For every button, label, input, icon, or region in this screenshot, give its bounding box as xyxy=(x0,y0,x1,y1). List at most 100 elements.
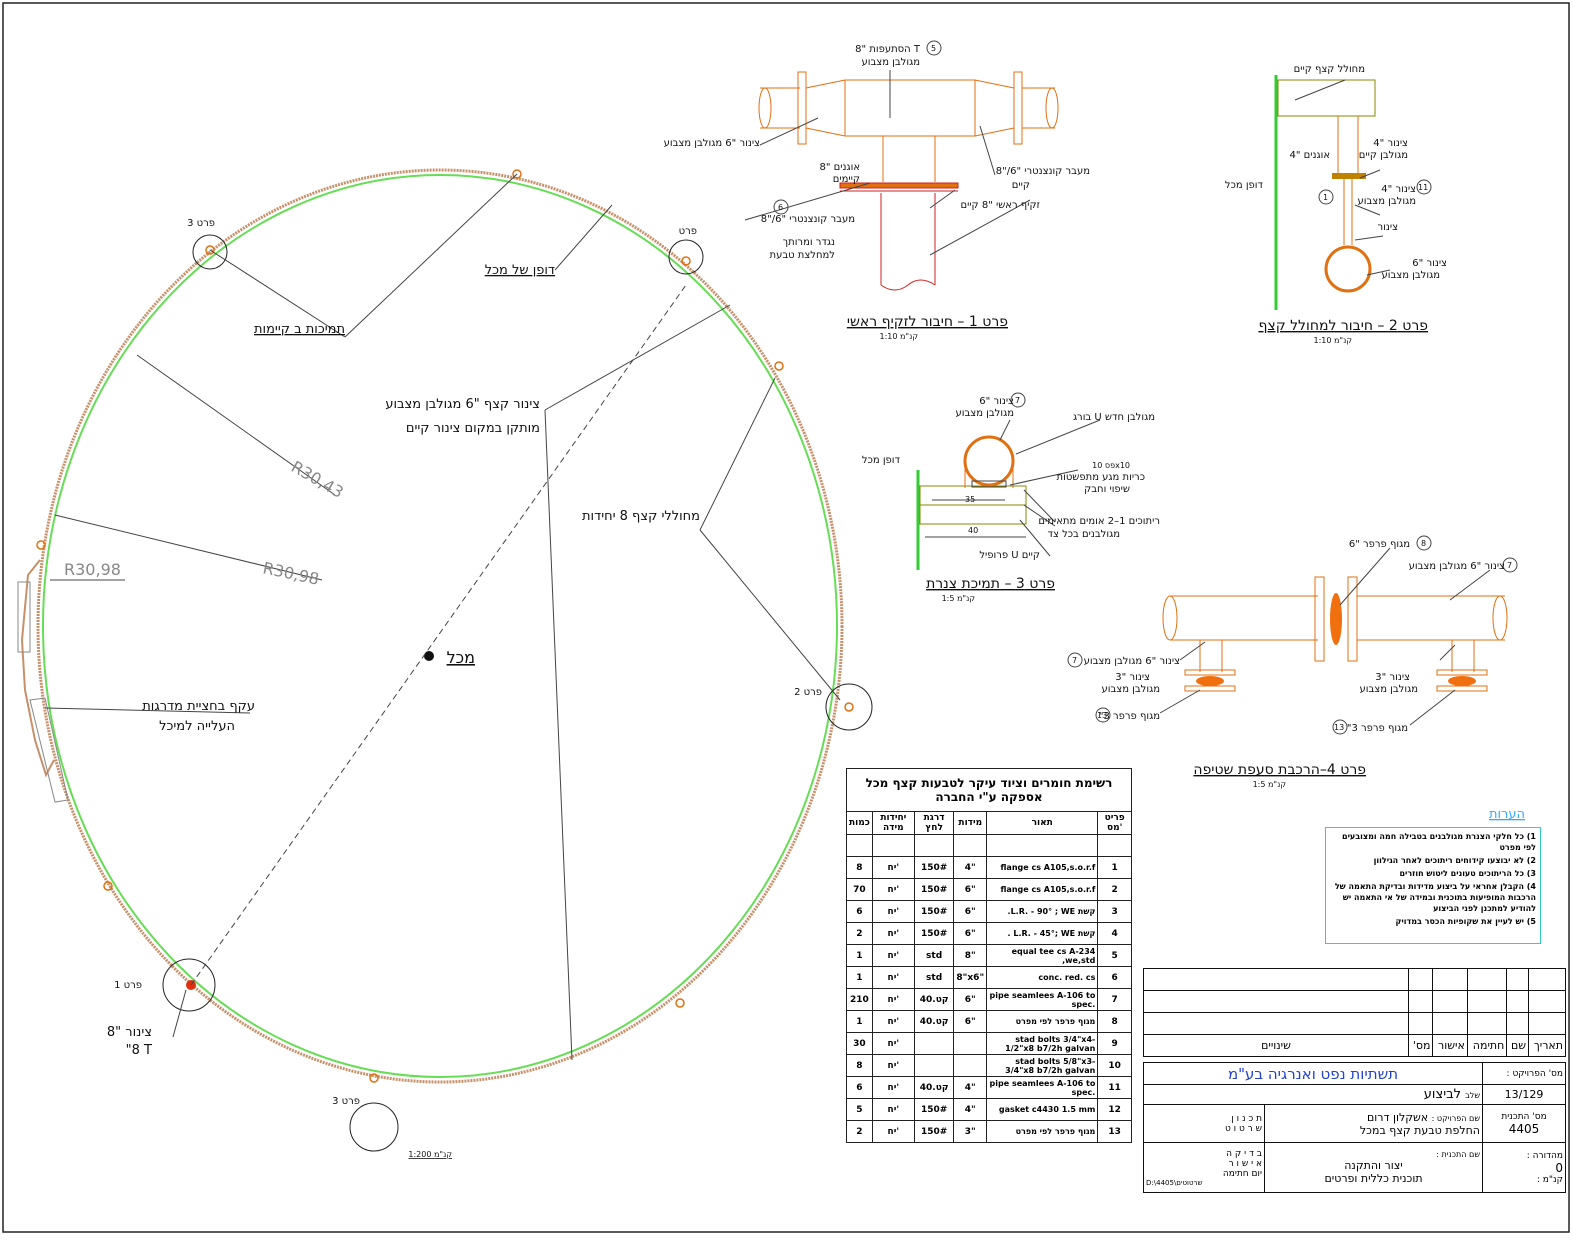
bom-cell: יח' xyxy=(871,922,915,945)
part3-bottom-label: פרט 3 xyxy=(332,1096,360,1107)
site-desc: החלפת טבעת קצף במכל xyxy=(1359,1123,1480,1137)
detail2-scale: קנ"מ 1:10 xyxy=(1313,336,1352,345)
bom-cell: stad bolts 5/8"x3-3/4"x8 b7/2h galvan xyxy=(986,1054,1099,1077)
bom-cell xyxy=(913,1032,955,1055)
bom-header: פריט מס' xyxy=(1097,811,1132,835)
roles-cell: ת כ נ ו ן ש ר ט ו ט xyxy=(1143,1104,1265,1143)
bom-title: רשימת חומרים וציוד עיקר לטבעות קצף מכל xyxy=(865,776,1113,790)
bom-cell xyxy=(953,1054,988,1077)
bom-cell: pipe seamlees A-106 to spec. xyxy=(986,988,1099,1011)
pipe8-label-1: צינור "8 xyxy=(107,1025,152,1040)
detail-3: 7 צינור "6 מגולבן מצבוע בורג U מגולבן חד… xyxy=(862,392,1160,603)
revision-value: 0 xyxy=(1555,1160,1563,1175)
bom-cell: 4 xyxy=(1097,922,1132,945)
d4-pipe3b-label-1: צינור "3 xyxy=(1375,672,1410,683)
bom-cell: יח' xyxy=(871,1076,915,1099)
detail1-scale: קנ"מ 1:10 xyxy=(879,332,918,341)
bom-header: מידות xyxy=(953,811,988,835)
bom-cell: 12 xyxy=(1097,1098,1132,1121)
d4-pipe6-left-label: צינור "6 מגולבן מצבוע xyxy=(1084,656,1180,667)
svg-text:1: 1 xyxy=(1323,193,1328,202)
bom-cell: 6" xyxy=(953,988,988,1011)
bom-cell: 8 xyxy=(846,856,873,879)
detail-4: 8 7 7 13 13 מגוף פרפר "6 צינור "6 מגולבן… xyxy=(1067,535,1518,789)
d2-generator-label: מחולל קצף קיים xyxy=(1294,64,1365,75)
stair-slope xyxy=(29,697,69,803)
part2-callout-circle xyxy=(825,683,873,731)
bom-cell: 5 xyxy=(1097,944,1132,967)
bom-cell: .L.R. - 90° ; WE קשת xyxy=(986,900,1099,923)
role-approval: א י ש ו ר xyxy=(1228,1158,1262,1169)
d2-pipe6-label-2: מגולבן מצבוע xyxy=(1382,270,1441,281)
bom-cell: 150# xyxy=(913,856,955,879)
bom-cell: 6 xyxy=(846,900,873,923)
part3b-callout-circle xyxy=(349,1102,399,1152)
d2-pipe4b-label-2: מגולבן מצבוע xyxy=(1358,196,1417,207)
d2-tank-wall-label: דופן מכל xyxy=(1225,180,1264,191)
tank-center-label: מכל xyxy=(447,648,475,667)
d1-hatch-label-2: למחלצת טבעת xyxy=(770,250,835,261)
company-name: תשתיות נפט ואנרגיה בע"מ xyxy=(1143,1062,1483,1085)
pipe8-label-2: "8 T xyxy=(126,1043,152,1058)
bom-cell: 1 xyxy=(846,1010,873,1033)
d4-pipe6-label: צינור "6 מגולבן מצבוע xyxy=(1409,561,1505,572)
stage-label: שלב xyxy=(1465,1091,1480,1100)
scale-label: קנ"מ : xyxy=(1536,1174,1563,1185)
revision-header: אישור xyxy=(1432,1034,1468,1057)
detail4-scale: קנ"מ 1:5 xyxy=(1253,780,1287,789)
detail3-scale: קנ"מ 1:5 xyxy=(942,594,976,603)
radius-line-2 xyxy=(54,514,323,581)
bom-cell: 8 xyxy=(846,1054,873,1077)
plan-no-label: מס' התכנית xyxy=(1501,1111,1547,1122)
bom-cell: 4" xyxy=(953,1098,988,1121)
bom-cell: flange cs A105,s.o.r.f xyxy=(986,878,1099,901)
bom-subtitle: אספקה ע"י החברה xyxy=(935,790,1043,804)
bom-cell: 9 xyxy=(1097,1032,1132,1055)
main-scale-label: קנ"מ 1:200 xyxy=(408,1150,452,1159)
bom-cell: pipe seamlees A-106 to spec. xyxy=(986,1076,1099,1099)
date-label: יום חתימה xyxy=(1222,1168,1262,1179)
d2-pipe6-label-1: צינור "6 xyxy=(1412,258,1447,269)
bom-cell: מגוף פרפר לפי מפרט xyxy=(986,1120,1099,1143)
part3-callout-circle xyxy=(192,234,228,270)
bom-cell: 4" xyxy=(953,856,988,879)
bom-cell: 30 xyxy=(846,1032,873,1055)
part3-top-label: פרט 3 xyxy=(187,218,215,229)
stage-value: לביצוע xyxy=(1423,1087,1462,1102)
d1-reducer-label-2: קיים xyxy=(1012,180,1030,191)
svg-text:7: 7 xyxy=(1072,656,1077,665)
note-item: 4) הקבלן אחראי על ביצוע מדידות ובדיקת הת… xyxy=(1334,882,1536,913)
bom-header: דרגת לחץ xyxy=(913,811,955,835)
note-item: 2) לא יבוצעו קידוחים ריתוכים לאחר הגילוו… xyxy=(1373,856,1536,865)
bom-cell: 6" xyxy=(953,878,988,901)
tank-green-ring xyxy=(42,174,838,1078)
tank-center-dot xyxy=(424,651,434,661)
leaders xyxy=(44,173,841,1061)
bom-cell: flange cs A105,s.o.r.f xyxy=(986,856,1099,879)
bom-cell: 8 xyxy=(1097,1010,1132,1033)
bom-cell: 6" xyxy=(953,922,988,945)
bom-cell: יח' xyxy=(871,878,915,901)
bom-header: יחידות מידה xyxy=(871,811,915,835)
bom-header: תאור xyxy=(986,811,1099,835)
role-design: ת כ נ ו ן xyxy=(1231,1113,1262,1124)
notes-box: 1) כל חלקי הצנרת מגולבנים בטבילה חמה ומצ… xyxy=(1325,827,1541,944)
bom-cell: 150# xyxy=(913,900,955,923)
bom-cell: 13 xyxy=(1097,1120,1132,1143)
bom-header-row: כמות יחידות מידה דרגת לחץ מידות תאור פרי… xyxy=(846,811,1132,835)
role-check: ב ד י ק ה xyxy=(1226,1148,1262,1159)
bom-cell: יח' xyxy=(871,900,915,923)
revision-header-row: שינויים מס' אישור חתימה שם תאריך xyxy=(1143,1034,1566,1057)
svg-text:13: 13 xyxy=(1097,711,1107,720)
